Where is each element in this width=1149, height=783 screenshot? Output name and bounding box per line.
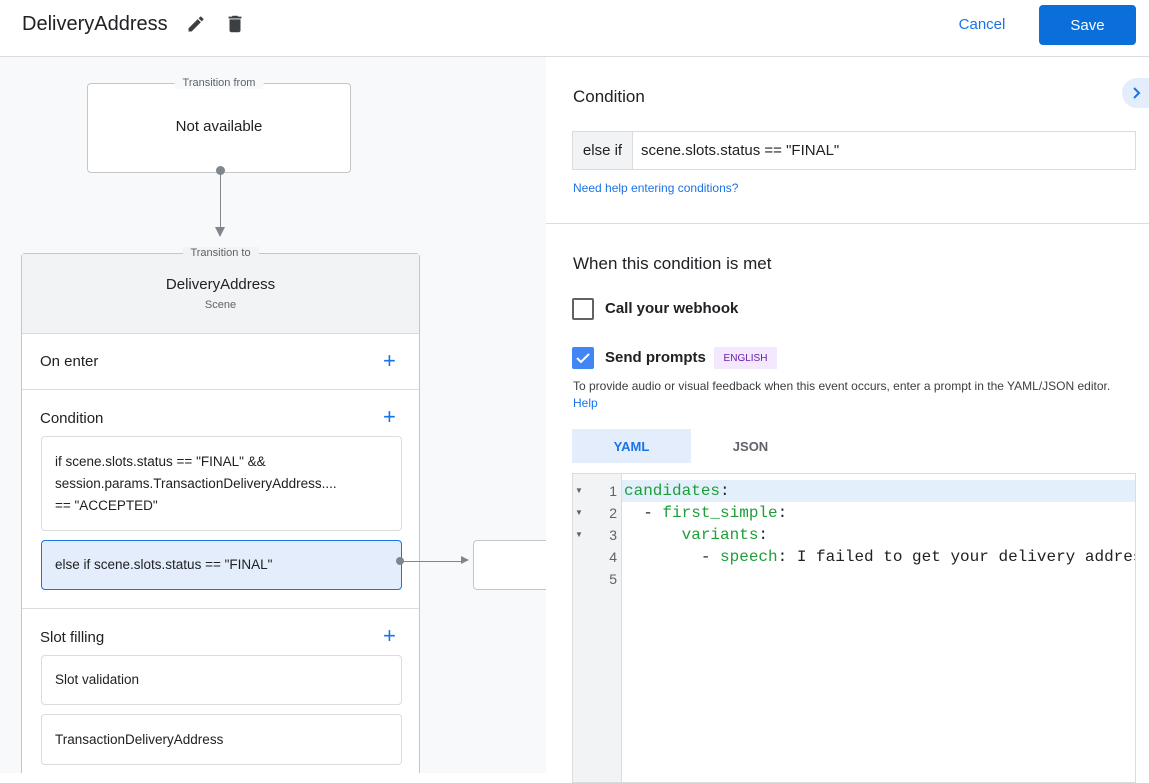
add-on-enter-plus-icon[interactable]: + xyxy=(383,348,396,373)
arrow-down-icon xyxy=(215,227,225,237)
slot-card[interactable]: Slot validation xyxy=(41,655,402,705)
panel-condition-title: Condition xyxy=(573,87,645,106)
fold-arrow-icon[interactable]: ▼ xyxy=(575,508,583,517)
transition-from-value: Not available xyxy=(175,118,263,135)
help-link[interactable]: Help xyxy=(573,396,598,410)
line-numbers: ▼ 1 ▼ 2 ▼ 3 4 5 xyxy=(573,480,622,590)
condition-line: session.params.TransactionDeliveryAddres… xyxy=(55,475,337,491)
add-condition-plus-icon[interactable]: + xyxy=(383,404,396,429)
send-prompts-checkbox[interactable] xyxy=(572,347,594,369)
flow-canvas: Transition from Not available Transition… xyxy=(0,57,546,773)
yaml-code: candidates: - first_simple: variants: - … xyxy=(624,482,1136,566)
collapse-panel-button[interactable] xyxy=(1122,78,1149,108)
condition-help-link[interactable]: Need help entering conditions? xyxy=(573,181,739,195)
description-text: To provide audio or visual feedback when… xyxy=(573,379,1111,393)
send-prompts-label: Send prompts xyxy=(605,349,706,366)
connector-dot xyxy=(396,557,404,565)
slot-filling-label: Slot filling xyxy=(40,629,105,646)
header-bar: DeliveryAddress Cancel Save xyxy=(0,0,1149,57)
tab-yaml[interactable]: YAML xyxy=(572,429,691,463)
editor-gutter xyxy=(573,474,622,782)
slot-filling-section: Slot filling + Slot validation Transacti… xyxy=(22,609,419,773)
target-node[interactable] xyxy=(473,540,546,590)
transition-to-legend: Transition to xyxy=(182,247,259,259)
scene-name: DeliveryAddress xyxy=(165,276,276,293)
line-number: 4 xyxy=(609,549,617,565)
connector-line xyxy=(219,171,221,229)
condition-card-if[interactable]: if scene.slots.status == "FINAL" && sess… xyxy=(41,436,402,531)
chevron-right-icon xyxy=(1133,87,1141,99)
condition-panel: Condition else if scene.slots.status == … xyxy=(546,57,1149,783)
prompts-description: To provide audio or visual feedback when… xyxy=(573,378,1133,412)
condition-prefix: else if xyxy=(573,132,633,169)
save-button[interactable]: Save xyxy=(1039,5,1136,45)
line-number: 5 xyxy=(609,571,617,587)
condition-section: Condition + if scene.slots.status == "FI… xyxy=(22,390,419,609)
arrow-right-icon xyxy=(461,556,469,564)
scene-header[interactable]: Transition to DeliveryAddress Scene xyxy=(22,247,419,334)
tab-json[interactable]: JSON xyxy=(732,438,769,454)
trash-icon[interactable] xyxy=(224,12,246,41)
fold-arrow-icon[interactable]: ▼ xyxy=(575,530,583,539)
met-title: When this condition is met xyxy=(573,254,772,273)
connector-line xyxy=(402,560,462,562)
add-slot-plus-icon[interactable]: + xyxy=(383,623,396,648)
slot-label: TransactionDeliveryAddress xyxy=(55,731,224,747)
line-number: 3 xyxy=(609,527,617,543)
condition-input-row: else if scene.slots.status == "FINAL" xyxy=(572,131,1136,170)
webhook-label: Call your webhook xyxy=(605,300,739,317)
yaml-editor[interactable]: ▼ 1 ▼ 2 ▼ 3 4 5 candidates: - first_simple:… xyxy=(572,473,1136,783)
line-number: 1 xyxy=(609,483,617,499)
scene-type: Scene xyxy=(204,299,237,311)
active-line-highlight xyxy=(622,480,1135,502)
scene-node: Transition to DeliveryAddress Scene On e… xyxy=(21,247,420,773)
line-number: 2 xyxy=(609,505,617,521)
on-enter-section: On enter + xyxy=(22,334,419,390)
condition-label: Condition xyxy=(40,410,104,427)
checkmark-icon xyxy=(576,353,590,364)
on-enter-label: On enter xyxy=(40,353,99,370)
condition-card-else-if[interactable]: else if scene.slots.status == "FINAL" xyxy=(41,540,402,590)
cancel-button[interactable]: Cancel xyxy=(958,15,1006,33)
transition-from-legend: Transition from xyxy=(174,77,264,89)
webhook-checkbox[interactable] xyxy=(572,298,594,320)
slot-card[interactable]: TransactionDeliveryAddress xyxy=(41,714,402,765)
condition-text: else if scene.slots.status == "FINAL" xyxy=(55,557,273,572)
transition-from-node[interactable]: Transition from Not available xyxy=(87,77,351,173)
condition-line: == "ACCEPTED" xyxy=(55,497,158,513)
condition-line: if scene.slots.status == "FINAL" && xyxy=(55,453,266,469)
pencil-icon[interactable] xyxy=(186,14,206,39)
divider xyxy=(546,223,1149,224)
language-badge: ENGLISH xyxy=(714,347,777,369)
connector-dot xyxy=(216,166,225,175)
page-title: DeliveryAddress xyxy=(22,13,168,35)
fold-arrow-icon[interactable]: ▼ xyxy=(575,486,583,495)
condition-input[interactable]: scene.slots.status == "FINAL" xyxy=(641,142,840,159)
slot-label: Slot validation xyxy=(55,672,140,687)
